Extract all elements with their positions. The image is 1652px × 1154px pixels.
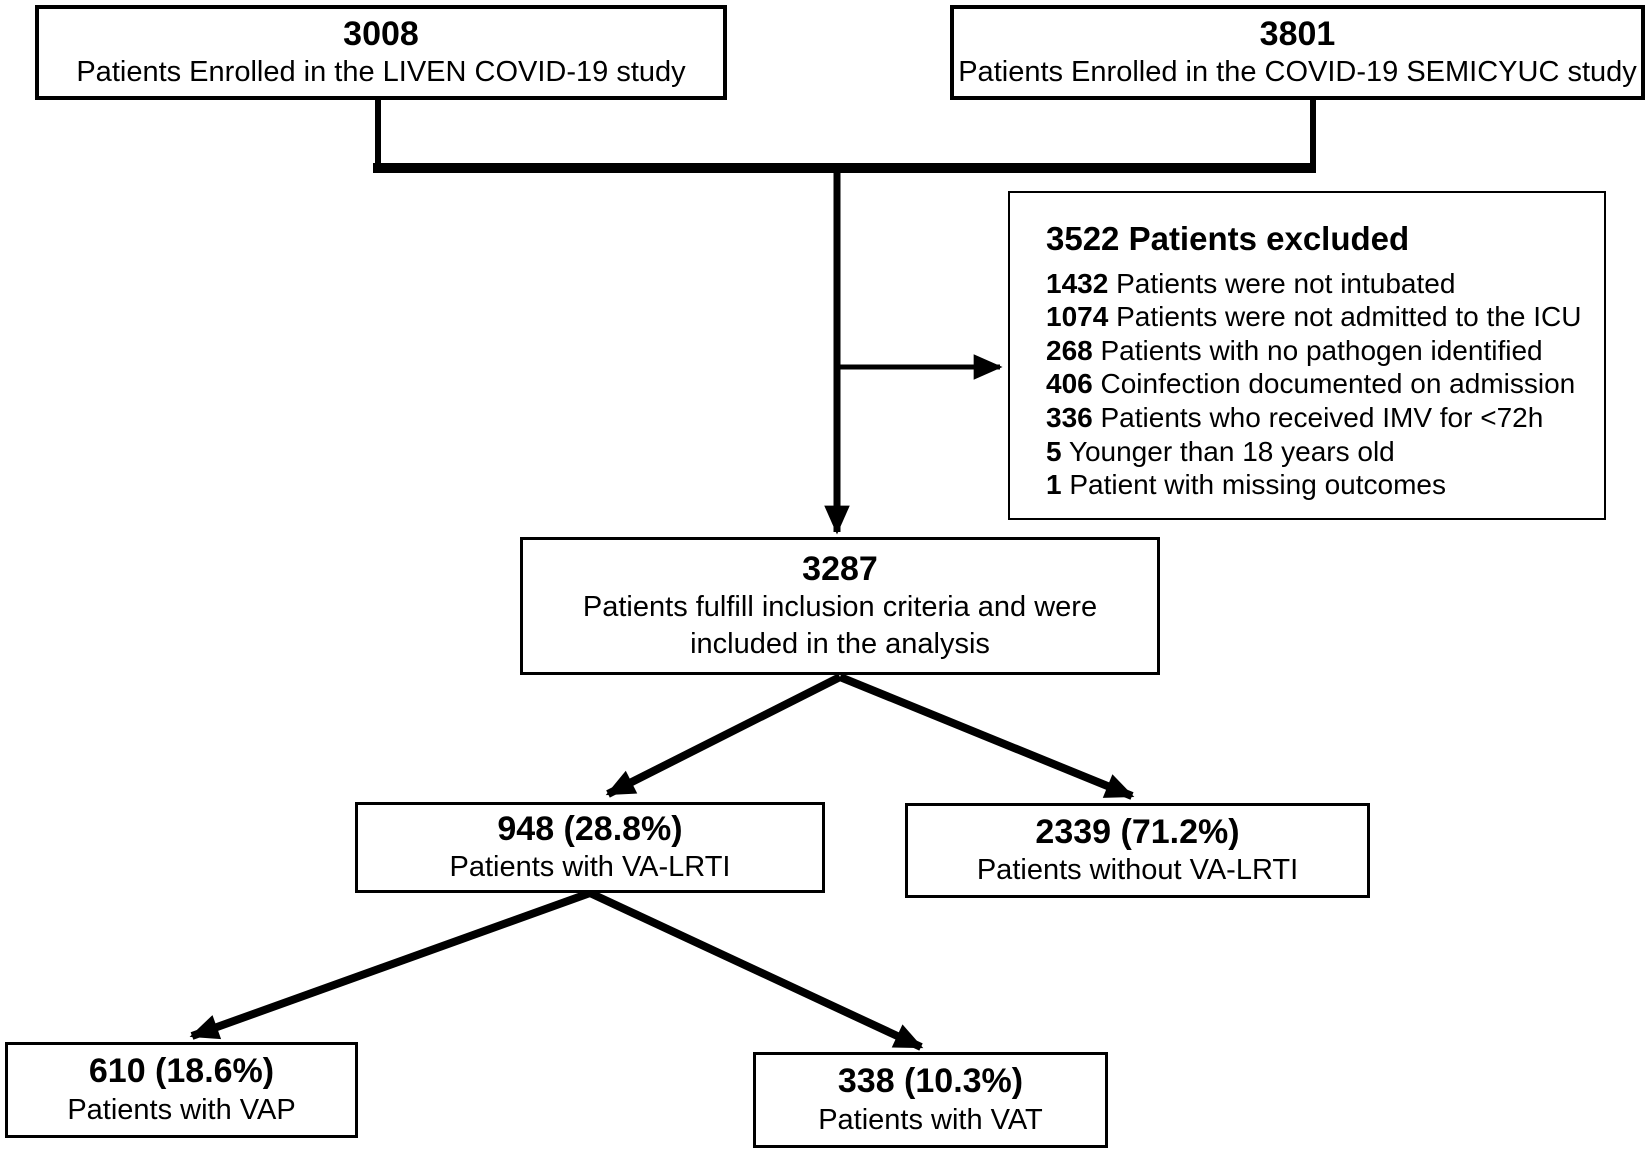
vap-label: Patients with VAP bbox=[67, 1093, 296, 1126]
excluded-item-text: Younger than 18 years old bbox=[1068, 435, 1395, 467]
liven-label: Patients Enrolled in the LIVEN COVID-19 … bbox=[76, 56, 686, 88]
excluded-item: 406 Coinfection documented on admission bbox=[1046, 367, 1590, 401]
arrow-included-to-without-valrti bbox=[838, 673, 1135, 800]
box-included-in-analysis: 3287 Patients fulfill inclusion criteria… bbox=[520, 537, 1160, 675]
excluded-item-count: 5 bbox=[1046, 435, 1062, 467]
box-patients-excluded: 3522 Patients excluded 1432 Patients wer… bbox=[1008, 191, 1606, 520]
excluded-item-count: 1074 bbox=[1046, 301, 1109, 333]
arrow-valrti-to-vap bbox=[189, 889, 592, 1040]
excluded-item: 1432 Patients were not intubated bbox=[1046, 267, 1590, 301]
va-lrti-label: Patients with VA-LRTI bbox=[449, 851, 731, 883]
va-lrti-count: 948 (28.8%) bbox=[497, 809, 683, 848]
excluded-item: 5 Younger than 18 years old bbox=[1046, 435, 1590, 469]
excluded-item: 268 Patients with no pathogen identified bbox=[1046, 334, 1590, 368]
without-va-lrti-count: 2339 (71.2%) bbox=[1035, 812, 1240, 851]
excluded-item-count: 336 bbox=[1046, 401, 1093, 433]
excluded-item-text: Patients who received IMV for <72h bbox=[1100, 401, 1544, 433]
excluded-item: 1 Patient with missing outcomes bbox=[1046, 468, 1590, 502]
included-label-line1: Patients fulfill inclusion criteria and … bbox=[582, 590, 1098, 623]
excluded-item-text: Patients with no pathogen identified bbox=[1100, 334, 1543, 366]
excluded-item-count: 1 bbox=[1046, 469, 1062, 501]
excluded-item-count: 1432 bbox=[1046, 267, 1109, 299]
vat-label: Patients with VAT bbox=[818, 1103, 1043, 1136]
liven-count: 3008 bbox=[343, 14, 419, 53]
included-count: 3287 bbox=[802, 549, 878, 588]
excluded-item-text: Patient with missing outcomes bbox=[1069, 469, 1446, 501]
included-label-line2: included in the analysis bbox=[690, 628, 990, 661]
excluded-title: 3522 Patients excluded bbox=[1046, 220, 1410, 257]
box-vat: 338 (10.3%) Patients with VAT bbox=[753, 1052, 1108, 1148]
vap-count: 610 (18.6%) bbox=[88, 1052, 275, 1091]
box-enrolled-semicyuc: 3801 Patients Enrolled in the COVID-19 S… bbox=[950, 5, 1645, 100]
excluded-item-text: Coinfection documented on admission bbox=[1100, 368, 1576, 400]
semicyuc-label: Patients Enrolled in the COVID-19 SEMICY… bbox=[958, 56, 1637, 88]
box-vap: 610 (18.6%) Patients with VAP bbox=[5, 1042, 358, 1138]
without-va-lrti-label: Patients without VA-LRTI bbox=[976, 854, 1299, 886]
vat-count: 338 (10.3%) bbox=[837, 1062, 1024, 1101]
included-label: Patients fulfill inclusion criteria and … bbox=[583, 589, 1097, 663]
box-without-va-lrti: 2339 (71.2%) Patients without VA-LRTI bbox=[905, 803, 1370, 898]
excluded-item-text: Patients were not intubated bbox=[1116, 267, 1456, 299]
excluded-item: 336 Patients who received IMV for <72h bbox=[1046, 401, 1590, 435]
excluded-item-count: 268 bbox=[1046, 334, 1093, 366]
box-va-lrti: 948 (28.8%) Patients with VA-LRTI bbox=[355, 802, 825, 893]
excluded-item-text: Patients were not admitted to the ICU bbox=[1116, 301, 1582, 333]
box-enrolled-liven: 3008 Patients Enrolled in the LIVEN COVI… bbox=[35, 5, 727, 100]
arrow-valrti-to-vat bbox=[588, 889, 924, 1051]
excluded-item: 1074 Patients were not admitted to the I… bbox=[1046, 300, 1590, 334]
arrow-included-to-valrti bbox=[605, 673, 842, 798]
semicyuc-count: 3801 bbox=[1259, 14, 1336, 53]
excluded-item-count: 406 bbox=[1046, 368, 1093, 400]
